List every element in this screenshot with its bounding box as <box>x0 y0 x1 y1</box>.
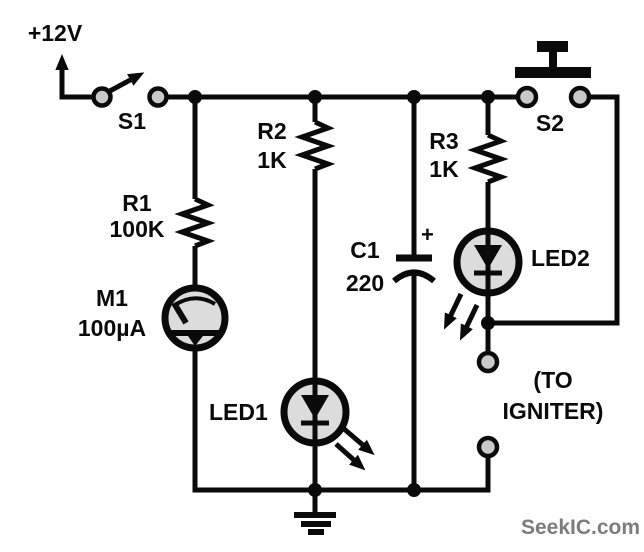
igniter-output-line1: (TO <box>533 367 573 393</box>
switch-s1-label: S1 <box>117 108 147 134</box>
resistor-r1-label: R1 100K <box>77 190 197 242</box>
capacitor-polarity-plus: + <box>421 222 434 247</box>
junction-dot <box>407 483 421 497</box>
junction-dot <box>481 90 495 104</box>
junction-dot <box>308 483 322 497</box>
resistor-r3-value: 1K <box>429 156 459 182</box>
wire-bottom-bus <box>192 347 491 493</box>
capacitor-c1-label: C1 220 <box>325 234 405 300</box>
capacitor-c1-value: 220 <box>345 270 385 296</box>
resistor-r1-value: 100K <box>109 216 165 242</box>
igniter-terminal-bottom <box>476 435 500 459</box>
junction-dot <box>308 90 322 104</box>
igniter-output-line2: IGNITER) <box>502 398 604 424</box>
resistor-r2-symbol <box>294 119 336 172</box>
resistor-r3-symbol <box>467 132 509 185</box>
capacitor-c1-ref: C1 <box>350 237 380 263</box>
junction-dot <box>407 90 421 104</box>
resistor-r1-ref: R1 <box>122 190 152 216</box>
led2-symbol <box>453 227 523 297</box>
led1-label: LED1 <box>209 399 268 425</box>
junction-dot <box>188 90 202 104</box>
resistor-r3-label: R3 1K <box>404 127 484 183</box>
wire-right-side <box>491 94 620 326</box>
switch-s1-terminal <box>147 86 169 108</box>
watermark-text: SeekIC.com <box>521 516 641 539</box>
junction-dots <box>188 90 495 497</box>
meter-m1-ref: M1 <box>96 285 128 311</box>
resistor-r1-symbol <box>174 196 216 249</box>
junction-dot <box>481 316 495 330</box>
meter-m1-label: M1 100µA <box>52 283 172 343</box>
igniter-output-label: (TO IGNITER) <box>473 365 633 427</box>
terminals <box>91 85 592 459</box>
meter-m1-symbol <box>161 284 229 352</box>
led2-light-arrows-icon <box>443 292 480 341</box>
led1-symbol <box>280 377 350 447</box>
resistor-r2-label: R2 1K <box>232 117 312 175</box>
switch-s2-pushbutton-icon <box>515 41 591 78</box>
power-label: +12V <box>27 20 83 46</box>
switch-s1-lever <box>106 72 145 95</box>
led2-label: LED2 <box>531 245 590 271</box>
power-arrow-icon <box>55 54 94 100</box>
meter-m1-value: 100µA <box>77 315 147 341</box>
igniter-terminal-top <box>476 350 500 374</box>
switch-s2-label: S2 <box>535 110 565 136</box>
resistor-r2-value: 1K <box>257 147 287 173</box>
resistor-r2-ref: R2 <box>257 118 287 144</box>
ground-icon <box>294 490 336 535</box>
switch-s1-terminal <box>91 86 113 108</box>
switch-s2-terminal <box>568 85 592 109</box>
resistor-r3-ref: R3 <box>429 128 459 154</box>
led1-light-arrows-icon <box>334 426 375 471</box>
switch-s2-terminal <box>515 85 539 109</box>
